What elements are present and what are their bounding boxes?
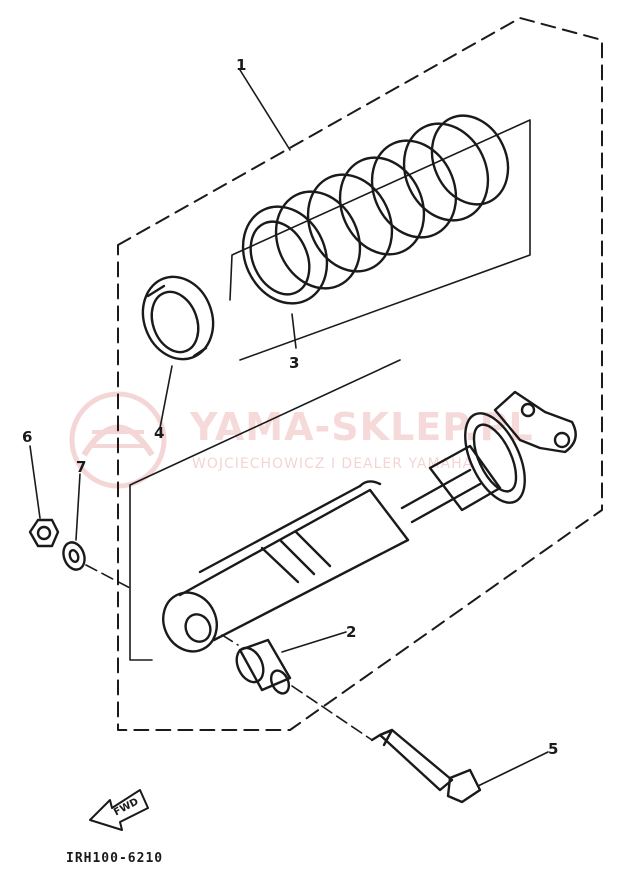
washer [62, 541, 86, 571]
nut [28, 518, 60, 548]
spring-group-frame [229, 119, 531, 361]
spring-seat [141, 275, 215, 361]
body-group-frame [129, 359, 401, 661]
callout-6: 6 [22, 428, 32, 446]
watermark: YAMA-SKLEP.PL WOJCIECHOWICZ I DEALER YAM… [69, 391, 534, 489]
watermark-brand: YAMA-SKLEP.PL [189, 405, 534, 449]
watermark-dealer: WOJCIECHOWICZ I DEALER YAMAHA [192, 456, 473, 472]
forward-direction-arrow: FWD [89, 789, 149, 831]
callout-4: 4 [154, 424, 164, 442]
callout-7: 7 [76, 458, 86, 476]
assembly-boundary [117, 17, 603, 731]
callout-3: 3 [289, 354, 299, 372]
bushing [235, 638, 292, 695]
shock-absorber-body [162, 390, 577, 653]
bolt [370, 728, 482, 804]
callout-1: 1 [236, 56, 246, 74]
coil-spring [241, 114, 510, 305]
figure-code: IRH100-6210 [66, 851, 163, 866]
callout-5: 5 [548, 740, 558, 758]
callout-2: 2 [346, 623, 356, 641]
leader-lines [29, 69, 549, 787]
assembly-axis [85, 564, 373, 741]
